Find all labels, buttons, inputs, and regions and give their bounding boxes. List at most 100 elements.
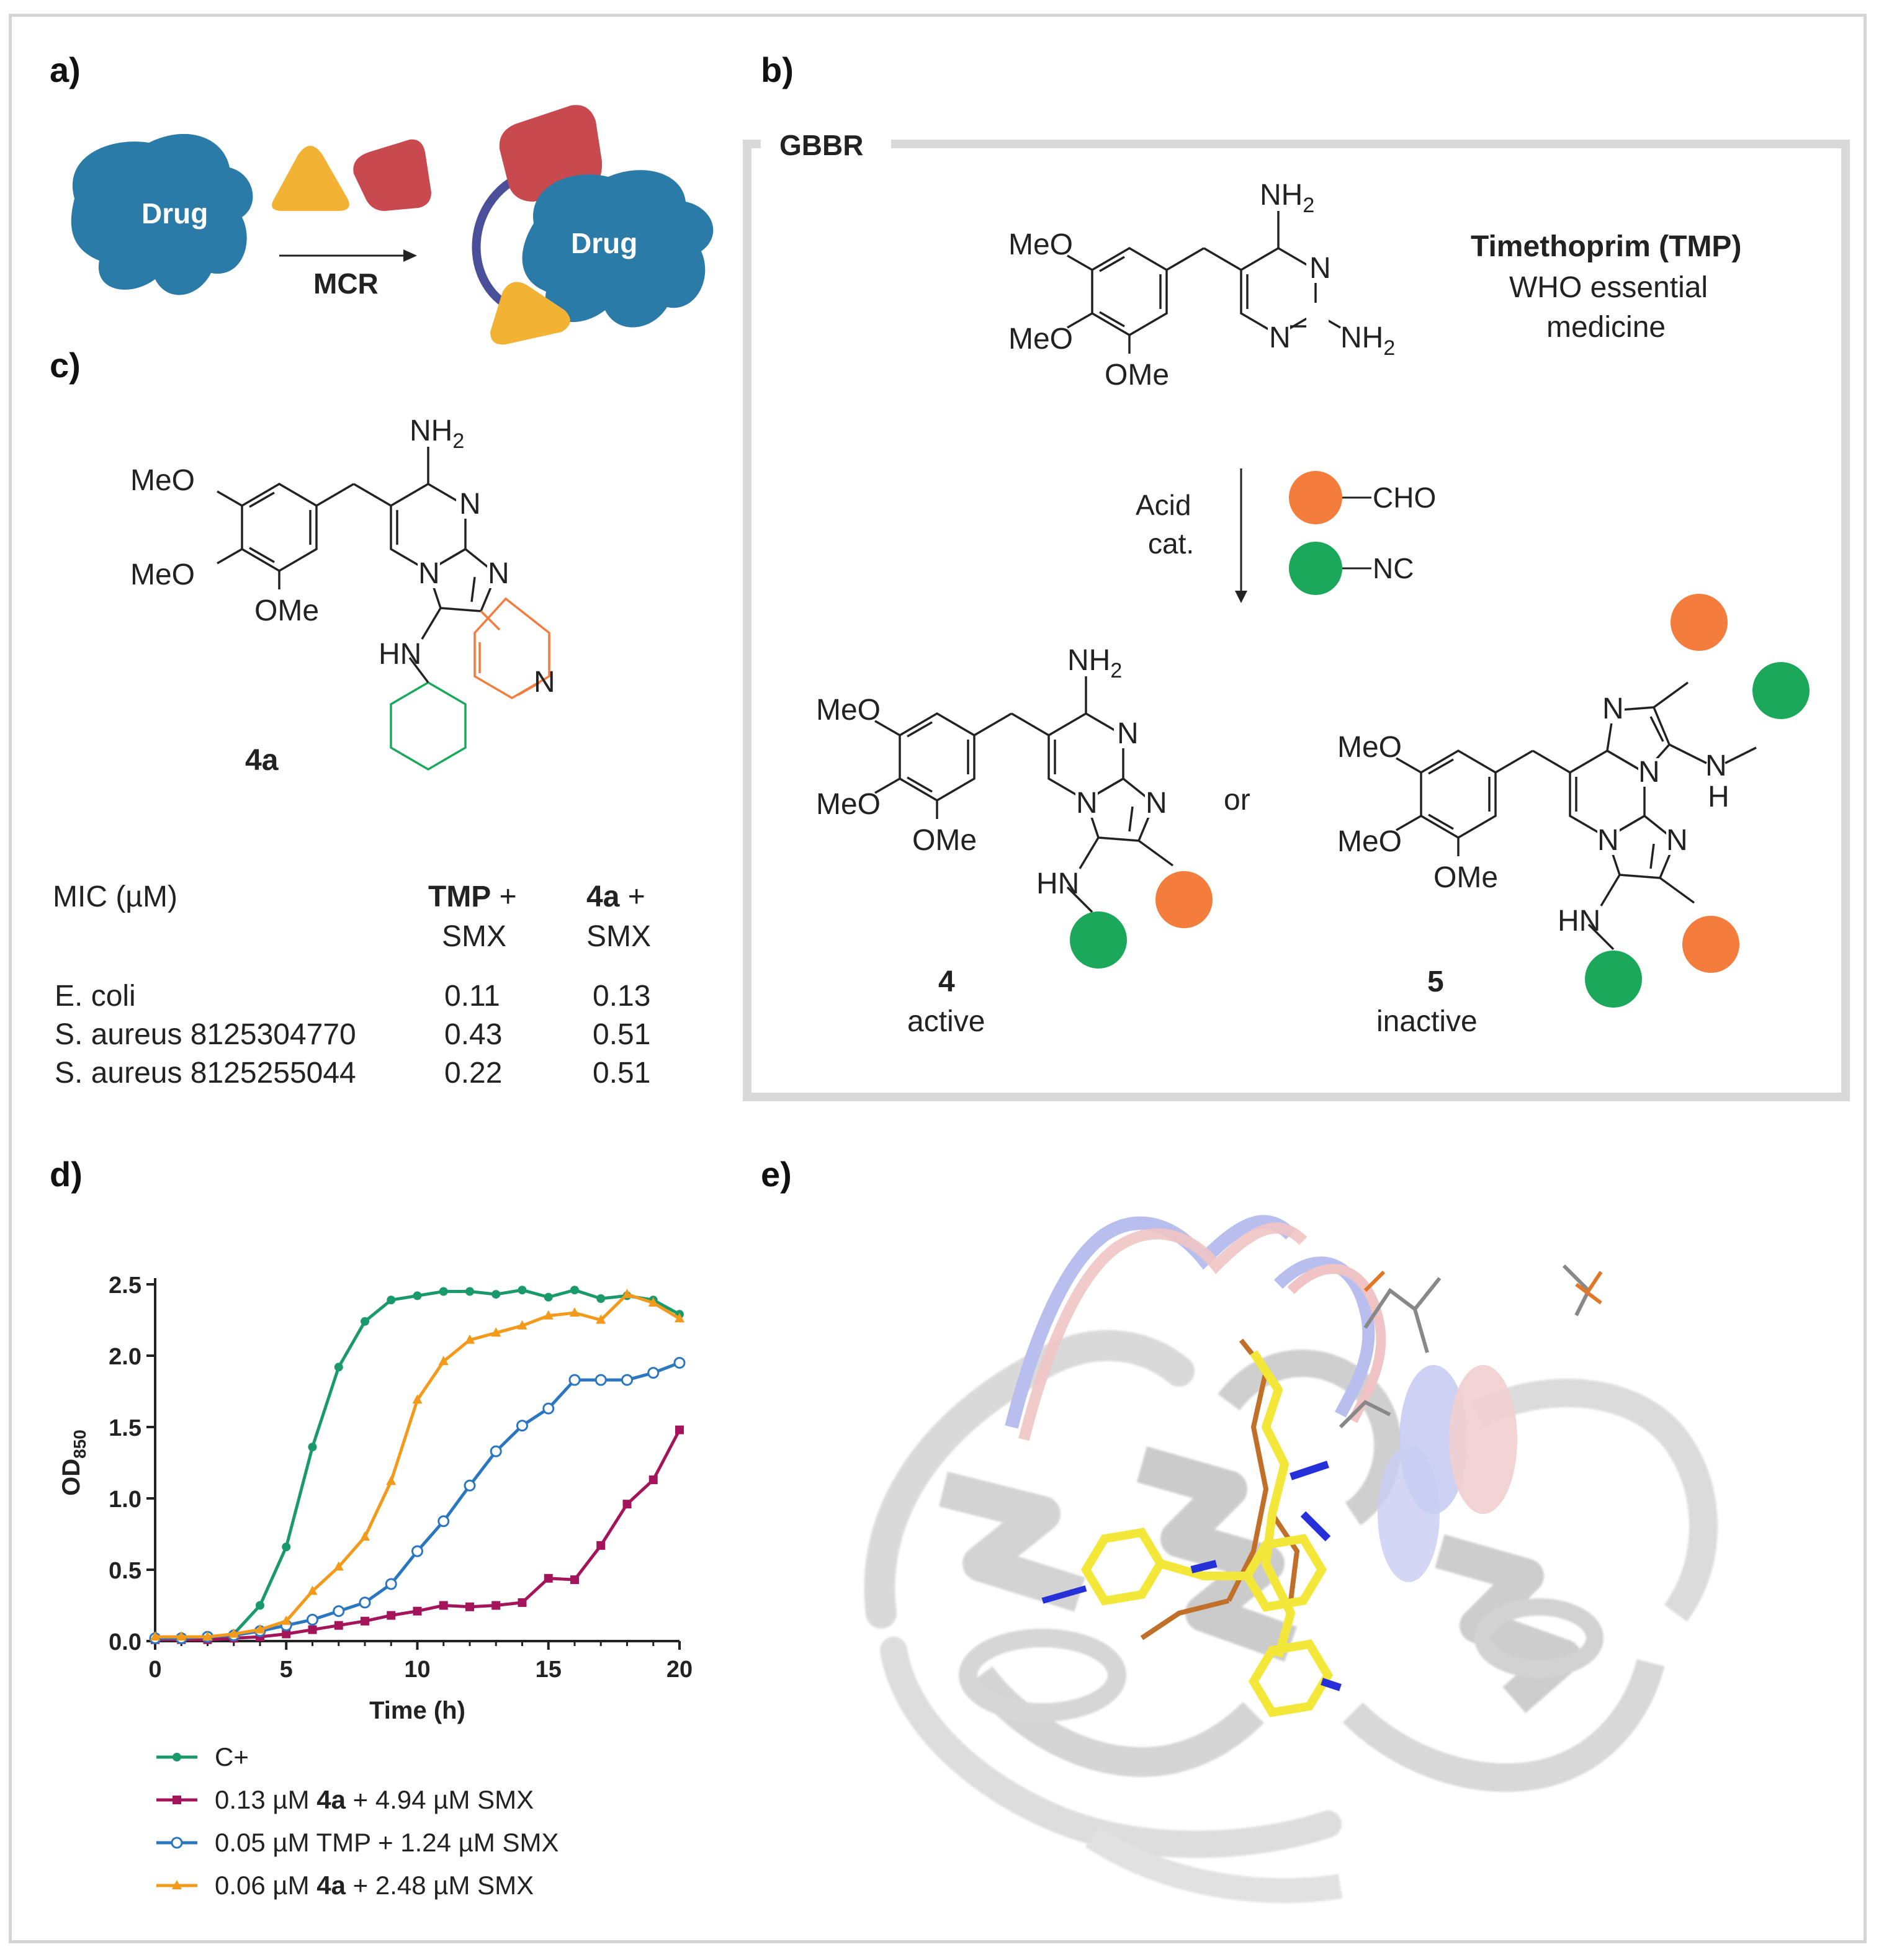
c5-ome-2: MeO — [1337, 825, 1402, 858]
loop-pink — [1018, 1222, 1308, 1441]
legend-swatch — [156, 1880, 197, 1889]
data-point — [360, 1531, 370, 1541]
data-point — [334, 1621, 343, 1630]
data-point — [386, 1475, 397, 1485]
data-point — [596, 1294, 606, 1303]
x-tick-label: 10 — [404, 1657, 430, 1683]
data-point — [568, 1374, 581, 1386]
data-point — [387, 1295, 396, 1305]
c5-n-top: N — [1705, 750, 1727, 782]
mic-row-4a: 0.51 — [593, 1057, 651, 1090]
c4a-ome-3: OMe — [254, 594, 319, 627]
data-point — [308, 1625, 317, 1634]
tmp-nh2-top: NH2 — [1260, 179, 1314, 217]
data-point — [256, 1601, 264, 1610]
figure-frame — [9, 14, 1867, 1943]
c4-ome-3: OMe — [912, 824, 977, 857]
data-point — [464, 1479, 476, 1492]
data-point — [150, 1631, 160, 1641]
y-tick-label: 1.5 — [109, 1415, 141, 1441]
data-point — [621, 1374, 633, 1386]
y-tick-label: 2.5 — [109, 1273, 141, 1299]
c5-h-top: H — [1708, 781, 1729, 813]
data-point — [596, 1314, 606, 1324]
gbbr-title: GBBR — [779, 130, 863, 161]
ligand-4a — [1041, 1350, 1342, 1717]
data-point — [594, 1374, 607, 1386]
panel-label-b: b) — [761, 50, 794, 89]
data-point — [334, 1363, 343, 1372]
triangle-product — [490, 282, 570, 345]
data-point — [385, 1578, 397, 1590]
c4-n-3: N — [1146, 787, 1167, 820]
data-point — [490, 1445, 502, 1457]
legend-text: + 4.94 µM SMX — [346, 1785, 534, 1814]
reagent-cho: CHO — [1373, 481, 1436, 514]
panel-label-e: e) — [761, 1155, 792, 1194]
c4a-ome-2: MeO — [130, 558, 195, 591]
data-point — [176, 1631, 187, 1641]
mic-row-tmp: 0.11 — [444, 980, 500, 1013]
triangle-reactant — [272, 146, 349, 211]
data-point — [647, 1367, 660, 1379]
data-point — [359, 1596, 371, 1609]
c4-aldehyde-circle — [1155, 871, 1213, 928]
legend-item: 0.05 µM TMP + 1.24 µM SMX — [155, 1824, 559, 1861]
x-tick-label: 0 — [148, 1657, 161, 1683]
y-tick-label: 1.0 — [109, 1487, 141, 1513]
data-point — [228, 1628, 239, 1638]
data-point — [308, 1443, 317, 1452]
mic-row-tmp: 0.43 — [444, 1018, 503, 1051]
condition-acid: Acid — [1136, 489, 1191, 521]
c4a-n-1: N — [459, 488, 481, 521]
tmp-ome-3: OMe — [1105, 359, 1169, 392]
c5-isocyanide-circle-bottom — [1585, 951, 1642, 1008]
c5-isocyanide-circle-top — [1752, 662, 1810, 719]
c5-n-4: N — [1666, 824, 1688, 857]
y-tick-label: 2.0 — [109, 1344, 141, 1370]
cyclohexyl-ring — [390, 681, 467, 771]
legend-text: 0.05 µM TMP + 1.24 µM SMX — [215, 1828, 559, 1857]
legend-text: C+ — [215, 1742, 249, 1771]
data-point — [544, 1573, 553, 1583]
data-point — [518, 1286, 527, 1295]
drug-blob-left — [71, 133, 253, 295]
data-point — [648, 1475, 658, 1485]
tmp-n-2: N — [1269, 321, 1291, 354]
c4a-ome-1: MeO — [130, 464, 195, 497]
data-point — [673, 1357, 686, 1369]
data-point — [465, 1287, 474, 1296]
c5-ome-1: MeO — [1337, 731, 1402, 764]
x-tick-label: 5 — [280, 1657, 293, 1683]
legend-item: C+ — [155, 1738, 249, 1776]
pentagon-reactant — [353, 139, 431, 211]
mic-row-strain: S. aureus 8125255044 — [55, 1057, 356, 1090]
compound-4a-label: 4a — [245, 744, 279, 777]
data-point — [282, 1629, 291, 1639]
data-point — [202, 1631, 213, 1641]
drug-label-left: Drug — [141, 197, 208, 230]
data-point — [437, 1515, 450, 1528]
c5-aldehyde-circle-top — [1671, 594, 1728, 651]
legend-text: + 2.48 µM SMX — [346, 1871, 534, 1900]
data-point — [491, 1601, 501, 1610]
loop-blue-2 — [1273, 1256, 1375, 1418]
tmp-n-1: N — [1309, 252, 1331, 285]
panel-label-c: c) — [50, 346, 81, 385]
gbbr-reaction-conditions: Acid cat. CHO NC — [1136, 468, 1436, 603]
c5-ome-3: OMe — [1433, 861, 1498, 894]
c4-isocyanide-circle — [1070, 911, 1127, 969]
legend-item: 0.13 µM 4a + 4.94 µM SMX — [155, 1781, 534, 1819]
y-tick-label: 0.5 — [109, 1558, 141, 1584]
x-axis-label: Time (h) — [369, 1697, 465, 1724]
data-point — [307, 1585, 318, 1595]
data-point — [255, 1624, 265, 1634]
data-point — [516, 1420, 528, 1432]
data-point — [361, 1317, 369, 1326]
c5-n-1: N — [1602, 692, 1624, 725]
c5-desc: inactive — [1376, 1005, 1478, 1038]
series-line-3 — [155, 1292, 681, 1639]
legend-swatch — [156, 1837, 197, 1849]
series-line-0 — [155, 1288, 681, 1640]
c4a-n-2: N — [418, 557, 440, 590]
